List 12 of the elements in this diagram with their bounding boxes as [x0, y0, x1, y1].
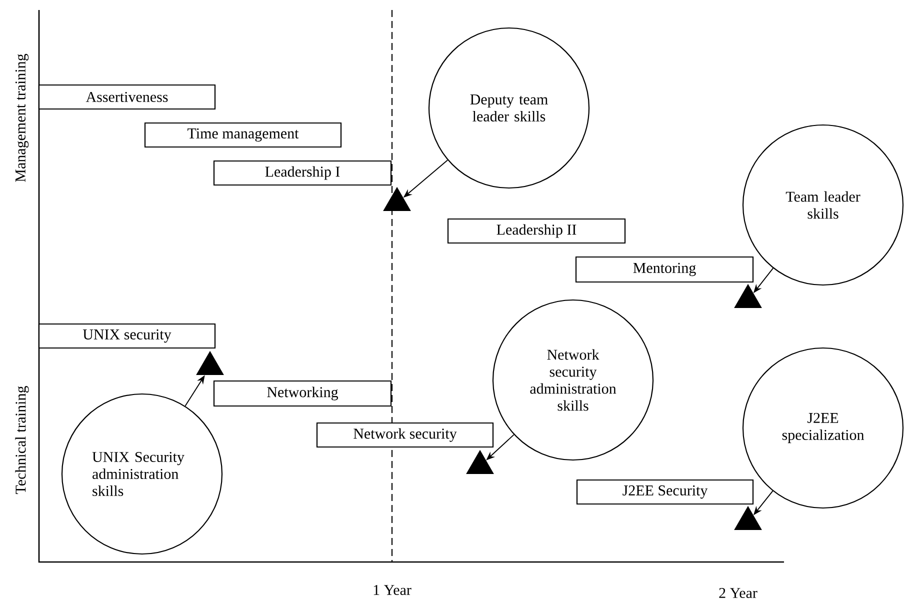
task-bar: Assertiveness: [38, 84, 216, 110]
tick-label: 1 Year: [374, 585, 412, 596]
task-bar: J2EE Security: [576, 479, 754, 505]
task-bar: Time management: [144, 122, 342, 148]
task-bar: UNIX security: [38, 323, 216, 349]
task-bar: Networking: [213, 380, 392, 407]
task-bar: Network security: [316, 422, 494, 448]
task-bar: Leadership I: [213, 160, 392, 186]
task-bar: Leadership II: [447, 218, 626, 244]
task-bar: Mentoring: [575, 256, 754, 283]
axis-label: Technical training: [15, 386, 29, 494]
tick-label: 2 Year: [719, 588, 758, 598]
